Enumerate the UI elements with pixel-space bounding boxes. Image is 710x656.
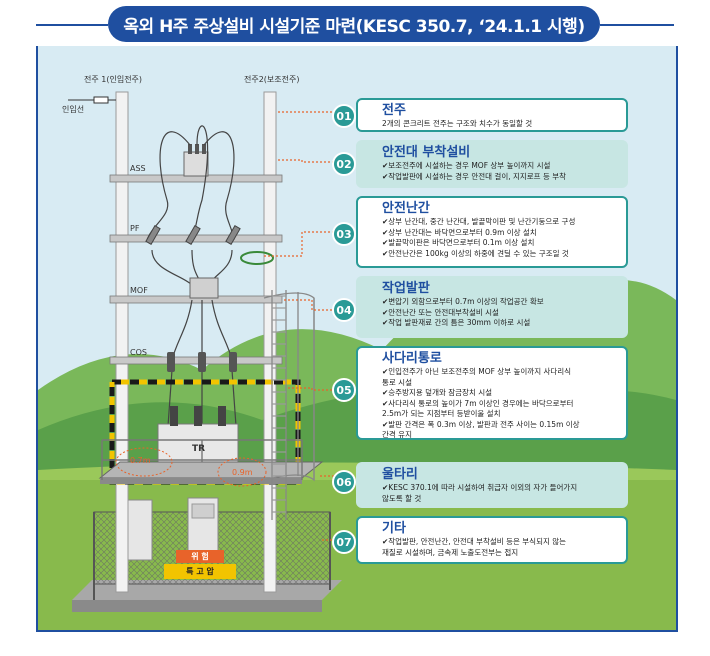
card-platform-line-1: ✔변압기 외함으로부터 0.7m 이상의 작업공간 확보 xyxy=(382,297,544,306)
card-railing-line-3: ✔발끝막이판은 바닥면으로부터 0.1m 이상 설치 xyxy=(382,238,535,247)
card-ladder-line-3: ✔승주방지용 덮개와 잠금장치 시설 xyxy=(382,388,493,397)
safety-railing xyxy=(101,439,303,480)
card-safety-railing: 안전난간 ✔상부 난간대, 중간 난간대, 발끝막이판 및 난간기둥으로 구성 … xyxy=(356,196,628,268)
card-platform-line-2: ✔안전난간 또는 안전대부착설비 시설 xyxy=(382,307,499,317)
mof-unit xyxy=(189,277,219,299)
cables xyxy=(146,125,238,441)
service-line-label: 인입선 xyxy=(62,105,85,114)
badge-05: 05 xyxy=(332,378,356,402)
card-fence-line-1: ✔KESC 370.1에 따라 시설하여 취급자 이외의 자가 들어가지 xyxy=(382,483,578,492)
leader-lines xyxy=(264,111,334,541)
pf-label: PF xyxy=(130,224,140,233)
dimension-09m: 0.9m xyxy=(232,468,253,477)
card-ladder-line-5: 2.5m가 되는 지점부터 등받이울 설치 xyxy=(382,409,501,418)
card-other-title: 기타 xyxy=(382,521,406,536)
title-line-left xyxy=(36,24,108,26)
card-harness-line-1: ✔보조전주에 시설하는 경우 MOF 상부 높이까지 시설 xyxy=(382,161,551,170)
control-box-left xyxy=(125,499,153,561)
pole-1-service xyxy=(115,91,129,593)
dim-circle-1 xyxy=(115,447,173,477)
title-line-right xyxy=(600,24,674,26)
cos-label: COS xyxy=(130,348,147,357)
card-ladder-line-1: ✔인입전주가 아닌 보조전주의 MOF 상부 높이까지 사다리식 xyxy=(382,367,572,376)
card-railing-line-1: ✔상부 난간대, 중간 난간대, 발끝막이판 및 난간기둥으로 구성 xyxy=(382,217,576,226)
card-platform-title: 작업발판 xyxy=(382,281,430,296)
card-ladder-title: 사다리통로 xyxy=(382,351,442,366)
card-harness-title: 안전대 부착설비 xyxy=(382,145,471,160)
card-pole-line-1: 2개의 콘크리트 전주는 구조와 치수가 동일할 것 xyxy=(382,119,533,128)
ass-label: ASS xyxy=(130,164,146,173)
card-ladder-line-7: 간격 유지 xyxy=(382,430,412,439)
badge-04: 04 xyxy=(332,298,356,322)
card-pole-title: 전주 xyxy=(382,103,406,118)
badge-07: 07 xyxy=(332,530,356,554)
card-fence-line-2: 않도록 할 것 xyxy=(382,493,422,503)
card-platform-line-3: ✔작업 발판재료 간의 틈은 30mm 이하로 시설 xyxy=(382,318,531,327)
pole-2-label: 전주2(보조전주) xyxy=(244,75,300,84)
badge-06: 06 xyxy=(332,470,356,494)
card-ladder-line-4: ✔사다리식 통로의 높이가 7m 이상인 경우에는 바닥으로부터 xyxy=(382,398,574,408)
card-ladder-line-2: 통로 시설 xyxy=(382,377,412,387)
page-title: 옥외 H주 주상설비 시설기준 마련(KESC 350.7, ‘24.1.1 시… xyxy=(108,6,600,42)
danger-sign: 위 험 xyxy=(176,550,224,563)
card-other-line-1: ✔작업발판, 안전난간, 안전대 부착설비 등은 부식되지 않는 xyxy=(382,537,567,546)
pole-2-auxiliary xyxy=(263,91,277,593)
cos-cutouts xyxy=(167,352,237,372)
high-voltage-sign: 특 고 압 xyxy=(164,564,236,579)
badge-02: 02 xyxy=(332,152,356,176)
tr-label: TR xyxy=(192,444,206,454)
badge-01: 01 xyxy=(332,104,356,128)
pf-fuses xyxy=(145,225,241,245)
card-harness-attachment: 안전대 부착설비 ✔보조전주에 시설하는 경우 MOF 상부 높이까지 시설 ✔… xyxy=(356,140,628,188)
card-railing-line-4: ✔안전난간은 100kg 이상의 하중에 견딜 수 있는 구조일 것 xyxy=(382,248,569,258)
card-ladder-passage: 사다리통로 ✔인입전주가 아닌 보조전주의 MOF 상부 높이까지 사다리식 통… xyxy=(356,346,628,440)
dimension-07m: 0.7m xyxy=(130,456,151,465)
card-ladder-line-6: ✔발판 간격은 폭 0.3m 이상, 발판과 전주 사이는 0.15m 이상 xyxy=(382,419,580,429)
pole-1-label: 전주 1(인입전주) xyxy=(84,75,143,84)
dim-circle-2 xyxy=(217,457,267,487)
card-pole: 전주 2개의 콘크리트 전주는 구조와 치수가 동일할 것 xyxy=(356,98,628,132)
card-other: 기타 ✔작업발판, 안전난간, 안전대 부착설비 등은 부식되지 않는 재질로 … xyxy=(356,516,628,564)
mof-label: MOF xyxy=(130,286,148,295)
badge-03: 03 xyxy=(332,222,356,246)
card-fence-title: 울타리 xyxy=(382,467,418,482)
card-other-line-2: 재질로 시설하며, 금속제 노출도전부는 접지 xyxy=(382,547,519,557)
harness-coil xyxy=(240,251,274,265)
card-harness-line-2: ✔작업발판에 시설하는 경우 안전대 걸이, 지지로프 등 부착 xyxy=(382,171,567,181)
ladder-rungs xyxy=(272,295,286,513)
card-work-platform: 작업발판 ✔변압기 외함으로부터 0.7m 이상의 작업공간 확보 ✔안전난간 … xyxy=(356,276,628,338)
ass-switch xyxy=(183,151,209,177)
card-fence: 울타리 ✔KESC 370.1에 따라 시설하여 취급자 이외의 자가 들어가지… xyxy=(356,462,628,508)
card-railing-line-2: ✔상부 난간대는 바닥면으로부터 0.9m 이상 설치 xyxy=(382,227,537,237)
card-railing-title: 안전난간 xyxy=(382,201,430,216)
page-title-text: 옥외 H주 주상설비 시설기준 마련(KESC 350.7, ‘24.1.1 시… xyxy=(123,16,585,37)
